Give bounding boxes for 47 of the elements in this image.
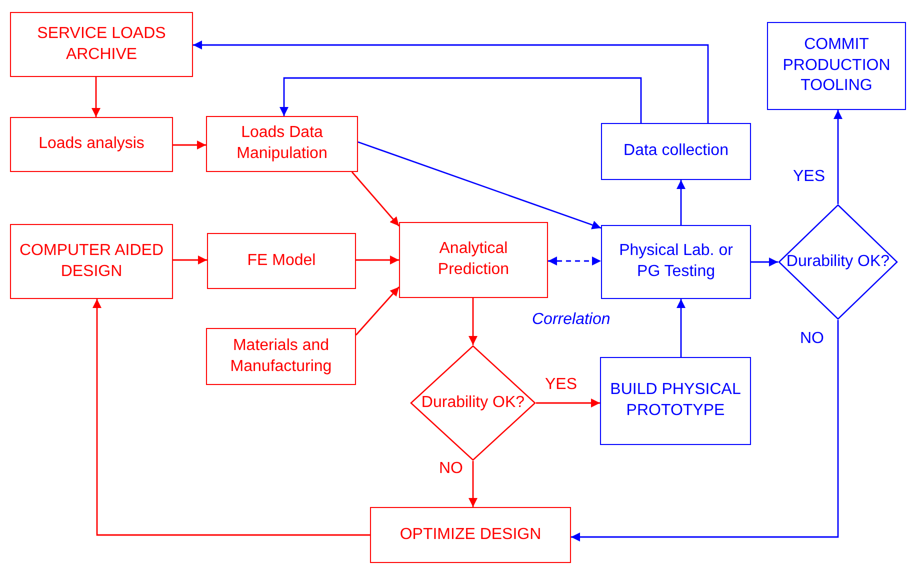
decision-diamond: [778, 204, 898, 320]
node-label: Data collection: [622, 141, 730, 162]
node-label: Loads analysis: [38, 134, 146, 154]
arrow: [355, 286, 400, 336]
process-box: [600, 357, 751, 445]
arrow: [173, 256, 207, 264]
arrow: [280, 77, 642, 123]
process-box: [767, 22, 906, 110]
process-box: [207, 233, 356, 289]
arrow: [571, 320, 839, 542]
node-label: SERVICE LOADS ARCHIVE: [36, 24, 167, 64]
node-label: Durability OK?: [420, 392, 526, 413]
decision-diamond: [410, 345, 536, 461]
arrow: [173, 140, 206, 150]
process-box: [601, 225, 751, 299]
arrow: [676, 299, 686, 357]
arrow: [92, 299, 370, 536]
process-box: [601, 123, 751, 180]
node-label: COMPUTER AIDED DESIGN: [18, 240, 164, 282]
node-label: Analytical Prediction: [436, 239, 510, 280]
process-box: [206, 328, 356, 385]
process-box: [370, 507, 571, 563]
node-label: Loads Data Manipulation: [236, 123, 328, 164]
arrow: [358, 141, 602, 230]
node-label: OPTIMIZE DESIGN: [398, 524, 542, 545]
arrow: [751, 258, 778, 266]
node-label: COMMIT PRODUCTION TOOLING: [782, 34, 892, 96]
node-label: Physical Lab. or PG Testing: [618, 241, 734, 282]
node-label: Materials and Manufacturing: [229, 336, 333, 376]
arrow: [834, 110, 842, 204]
process-box: [399, 222, 548, 298]
arrow: [193, 40, 709, 123]
process-box: [206, 116, 358, 172]
node-label: FE Model: [246, 250, 317, 271]
node-label: BUILD PHYSICAL PROTOTYPE: [609, 380, 742, 421]
arrow: [676, 180, 686, 225]
arrow: [468, 298, 478, 345]
process-box: [10, 224, 173, 299]
arrow: [468, 461, 478, 507]
process-box: [10, 117, 173, 172]
arrow: [548, 256, 601, 266]
arrow: [351, 172, 400, 226]
arrow: [92, 77, 100, 117]
process-box: [10, 12, 193, 77]
arrow: [536, 398, 600, 408]
arrow: [356, 256, 399, 264]
node-label: Durability OK?: [785, 252, 891, 272]
